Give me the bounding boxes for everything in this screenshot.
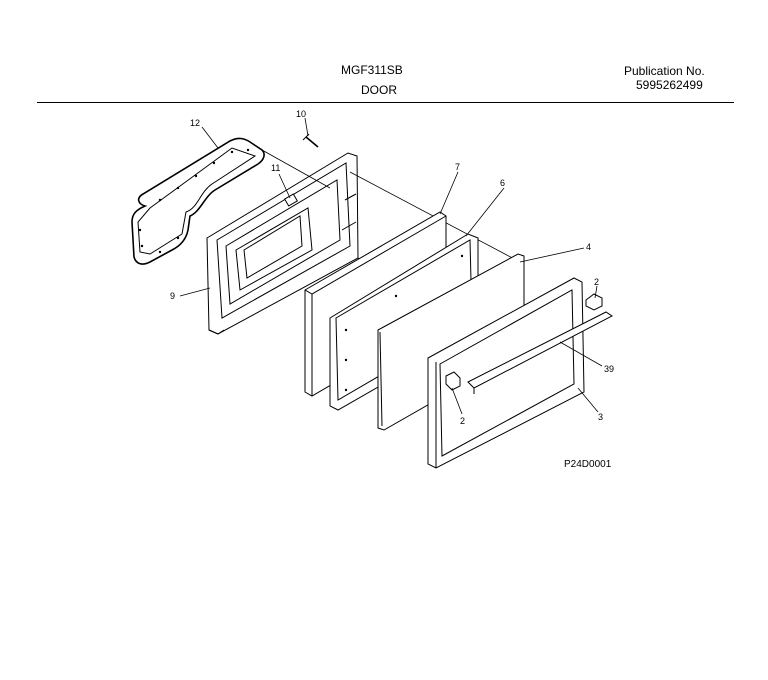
header-rule [37, 102, 734, 103]
callout-2-lower: 2 [460, 416, 465, 426]
callout-3: 3 [598, 412, 603, 422]
callout-9: 9 [170, 291, 175, 301]
callout-12: 12 [190, 118, 200, 128]
section-title: DOOR [361, 83, 397, 97]
door-gasket-part [131, 137, 265, 265]
callout-7: 7 [455, 162, 460, 172]
callout-39: 39 [604, 364, 614, 374]
callout-6: 6 [500, 178, 505, 188]
figure-code: P24D0001 [564, 459, 612, 470]
publication-number: 5995262499 [636, 78, 703, 92]
inner-door-liner-part [206, 152, 359, 335]
callout-11: 11 [271, 163, 280, 173]
outer-door-frame-part [427, 277, 585, 469]
model-number: MGF311SB [341, 63, 403, 77]
publication-label: Publication No. [624, 64, 705, 78]
handle-end-cap-part [445, 293, 603, 391]
callout-4: 4 [586, 242, 591, 252]
door-handle-part [467, 311, 613, 394]
callout-2-upper: 2 [594, 277, 599, 287]
callout-10: 10 [296, 109, 306, 119]
screw-part [302, 133, 319, 148]
